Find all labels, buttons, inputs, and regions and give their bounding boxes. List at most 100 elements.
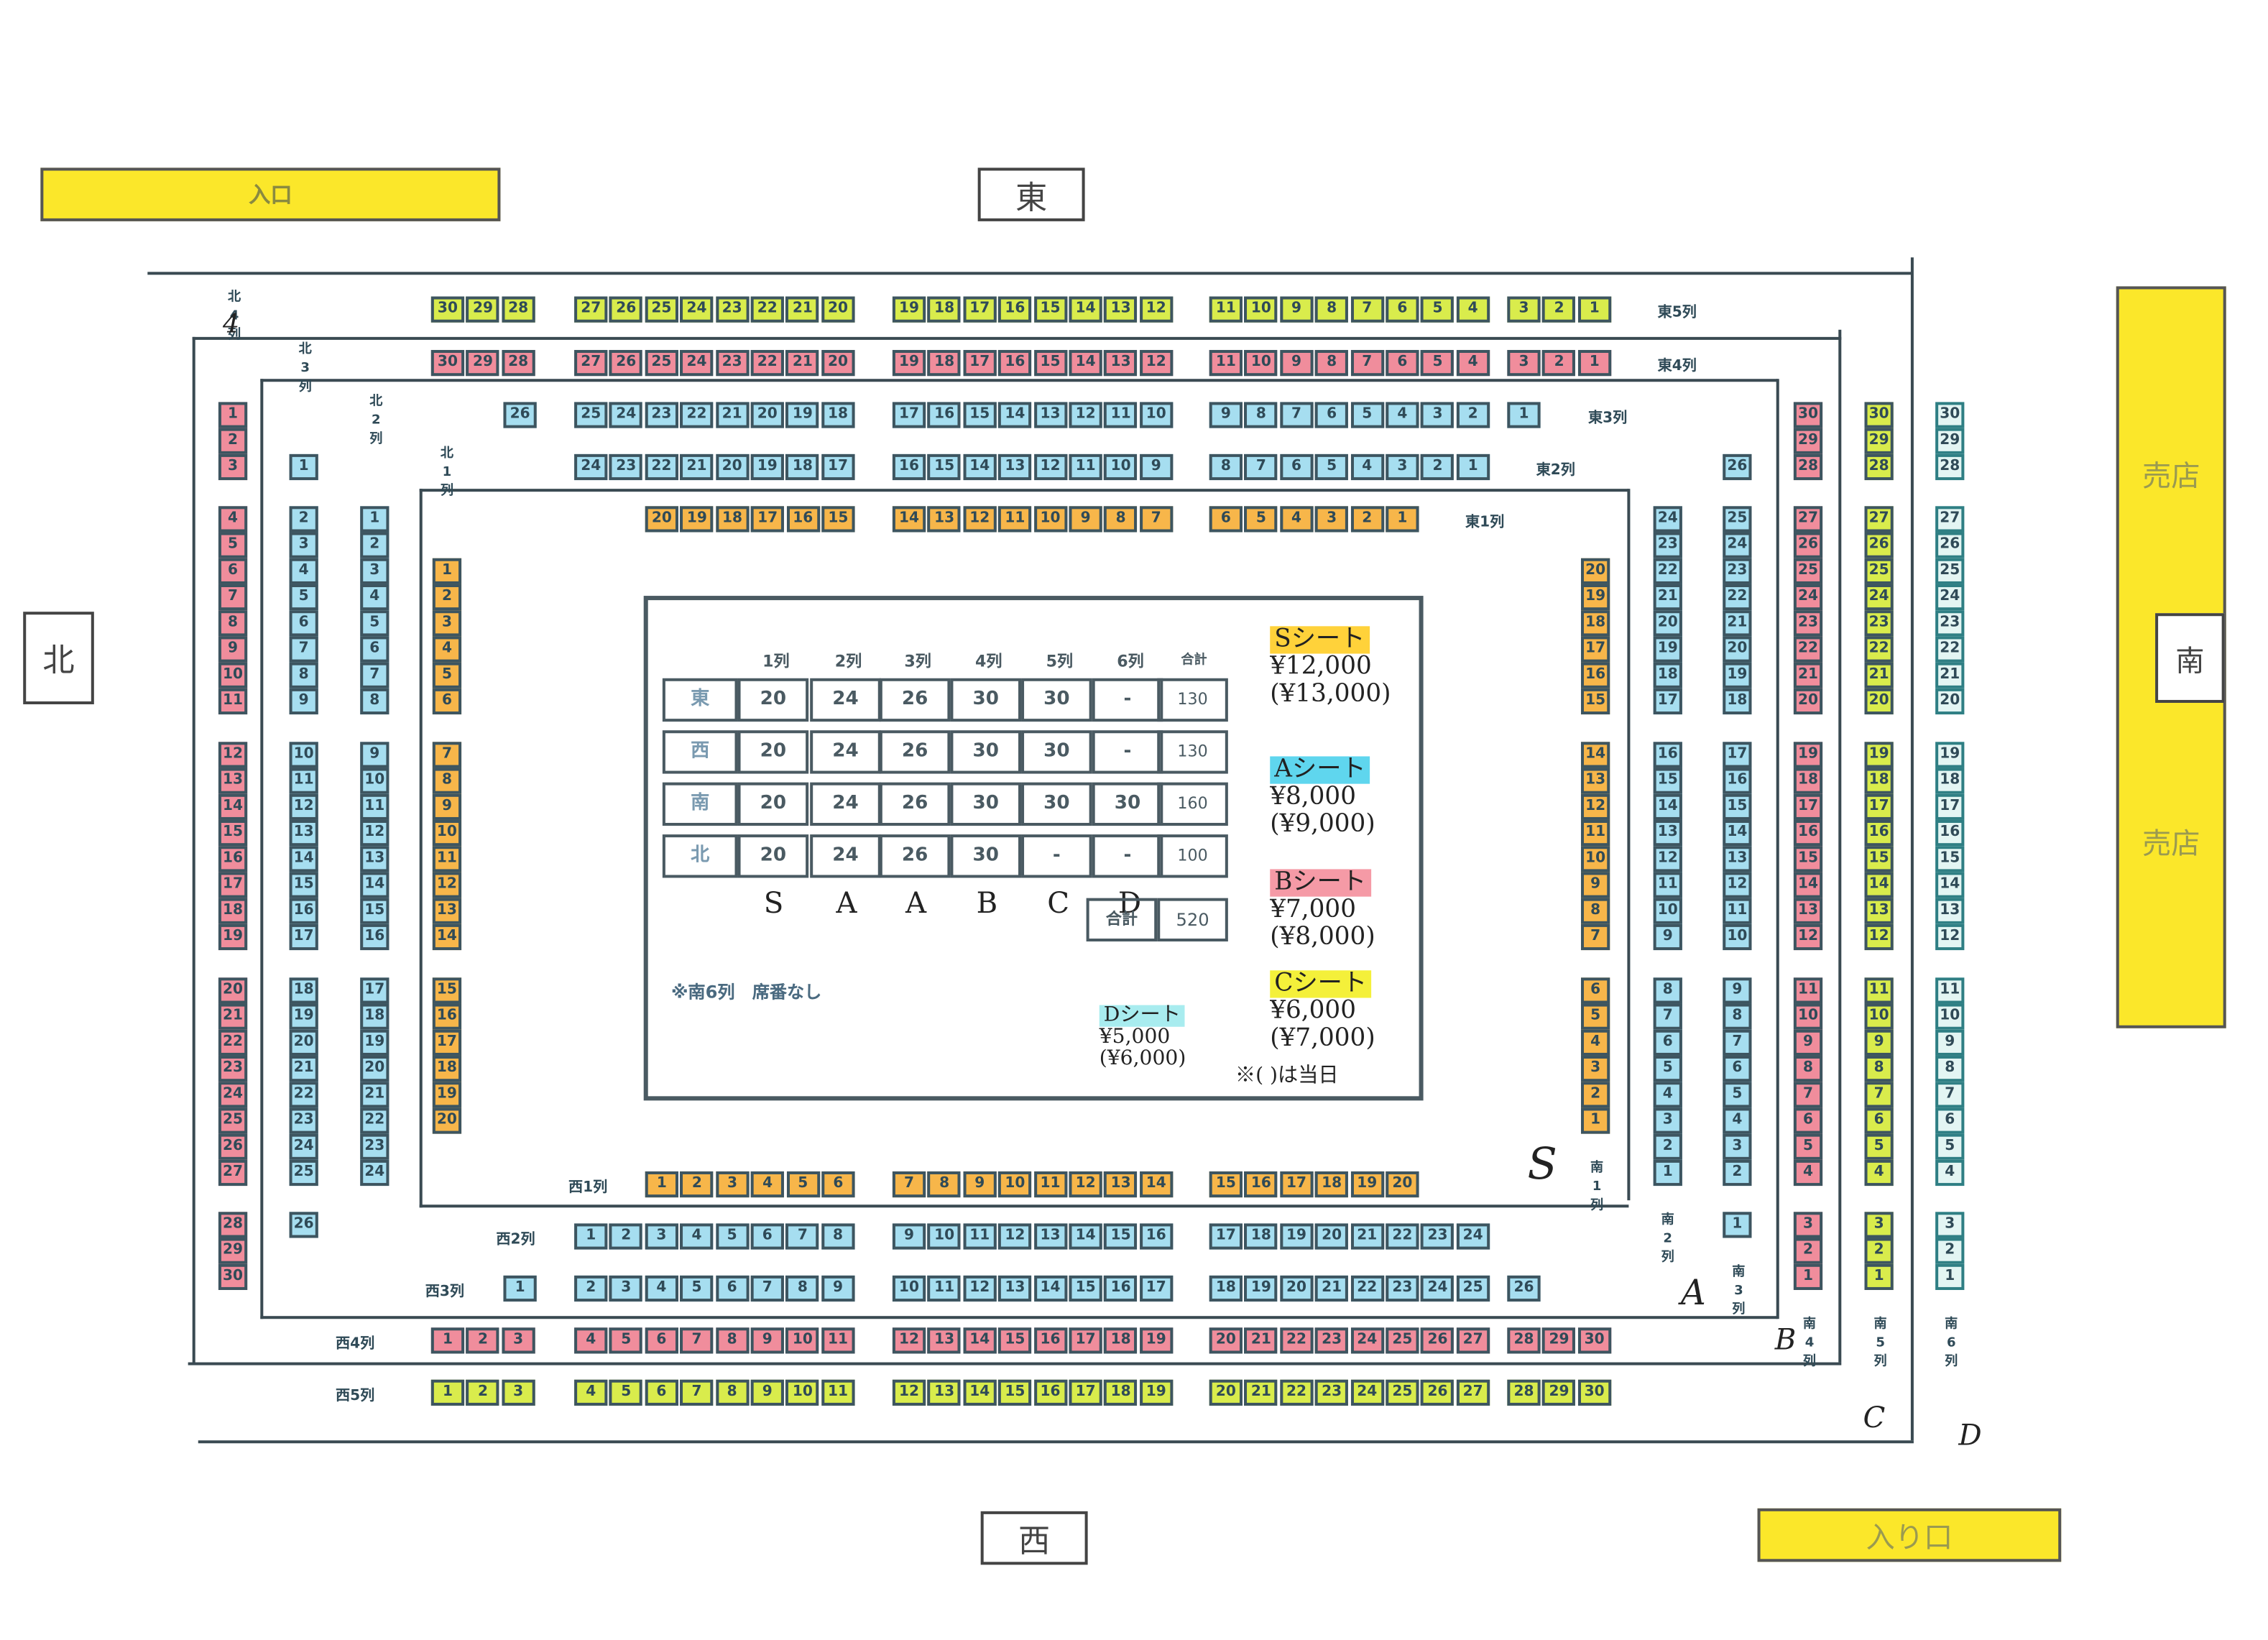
seat[interactable]: 6 bbox=[645, 1327, 678, 1354]
seat[interactable]: 2 bbox=[289, 506, 318, 533]
seat[interactable]: 8 bbox=[1244, 402, 1278, 428]
seat[interactable]: 16 bbox=[432, 1003, 462, 1030]
seat[interactable]: 13 bbox=[1723, 846, 1752, 872]
seat[interactable]: 6 bbox=[1580, 977, 1610, 1004]
seat[interactable]: 10 bbox=[1580, 846, 1610, 872]
seat[interactable]: 11 bbox=[963, 1223, 997, 1250]
seat[interactable]: 9 bbox=[360, 742, 389, 768]
seat[interactable]: 3 bbox=[289, 532, 318, 558]
seat[interactable]: 4 bbox=[218, 506, 248, 533]
seat[interactable]: 26 bbox=[1421, 1379, 1455, 1406]
seat[interactable]: 5 bbox=[1350, 402, 1384, 428]
seat[interactable]: 23 bbox=[1653, 532, 1682, 558]
seat[interactable]: 3 bbox=[1580, 1055, 1610, 1082]
seat[interactable]: 5 bbox=[1935, 1133, 1965, 1160]
seat[interactable]: 4 bbox=[1456, 296, 1490, 323]
seat[interactable]: 24 bbox=[680, 349, 714, 377]
seat[interactable]: 4 bbox=[574, 1327, 608, 1354]
seat[interactable]: 17 bbox=[1139, 1275, 1173, 1302]
seat[interactable]: 13 bbox=[1033, 1223, 1067, 1250]
seat[interactable]: 24 bbox=[680, 296, 714, 323]
seat[interactable]: 1 bbox=[1507, 402, 1541, 428]
seat[interactable]: 18 bbox=[715, 506, 750, 533]
seat[interactable]: 20 bbox=[1935, 688, 1965, 715]
seat[interactable]: 11 bbox=[821, 1327, 855, 1354]
seat[interactable]: 15 bbox=[1935, 846, 1965, 872]
seat[interactable]: 15 bbox=[432, 977, 462, 1004]
seat[interactable]: 4 bbox=[751, 1171, 785, 1198]
seat[interactable]: 3 bbox=[645, 1223, 678, 1250]
seat[interactable]: 14 bbox=[998, 402, 1032, 428]
seat[interactable]: 16 bbox=[1935, 819, 1965, 847]
seat[interactable]: 14 bbox=[1935, 872, 1965, 898]
seat[interactable]: 22 bbox=[360, 1107, 389, 1134]
seat[interactable]: 18 bbox=[360, 1003, 389, 1030]
seat[interactable]: 1 bbox=[1793, 1263, 1823, 1290]
seat[interactable]: 7 bbox=[1350, 296, 1384, 323]
seat[interactable]: 22 bbox=[1723, 584, 1752, 611]
seat[interactable]: 22 bbox=[1653, 558, 1682, 584]
seat[interactable]: 23 bbox=[1386, 1275, 1419, 1302]
seat[interactable]: 11 bbox=[289, 768, 318, 794]
seat[interactable]: 29 bbox=[1864, 428, 1894, 454]
seat[interactable]: 17 bbox=[1793, 793, 1823, 820]
seat[interactable]: 21 bbox=[1864, 662, 1894, 688]
seat[interactable]: 21 bbox=[1723, 610, 1752, 637]
seat[interactable]: 15 bbox=[218, 819, 248, 847]
seat[interactable]: 13 bbox=[1104, 296, 1138, 323]
seat[interactable]: 10 bbox=[1723, 923, 1752, 951]
seat[interactable]: 16 bbox=[998, 296, 1032, 323]
seat[interactable]: 5 bbox=[1421, 296, 1455, 323]
seat[interactable]: 10 bbox=[1244, 349, 1278, 377]
seat[interactable]: 6 bbox=[1209, 506, 1243, 533]
seat[interactable]: 17 bbox=[1653, 688, 1682, 715]
seat[interactable]: 9 bbox=[1793, 1029, 1823, 1056]
seat[interactable]: 1 bbox=[289, 453, 318, 481]
seat[interactable]: 14 bbox=[1653, 793, 1682, 820]
seat[interactable]: 14 bbox=[1069, 1223, 1102, 1250]
seat[interactable]: 18 bbox=[1209, 1275, 1243, 1302]
seat[interactable]: 10 bbox=[360, 768, 389, 794]
seat[interactable]: 3 bbox=[1935, 1212, 1965, 1238]
seat[interactable]: 22 bbox=[1386, 1223, 1419, 1250]
seat[interactable]: 20 bbox=[1209, 1379, 1243, 1406]
seat[interactable]: 16 bbox=[218, 846, 248, 872]
seat[interactable]: 12 bbox=[892, 1379, 926, 1406]
seat[interactable]: 9 bbox=[750, 1379, 784, 1406]
seat[interactable]: 11 bbox=[1104, 402, 1138, 428]
seat[interactable]: 8 bbox=[1315, 349, 1349, 377]
seat[interactable]: 20 bbox=[1386, 1171, 1419, 1198]
seat[interactable]: 4 bbox=[1456, 349, 1490, 377]
seat[interactable]: 22 bbox=[750, 349, 784, 377]
seat[interactable]: 20 bbox=[645, 506, 679, 533]
seat[interactable]: 2 bbox=[1542, 349, 1576, 377]
seat[interactable]: 28 bbox=[1507, 1379, 1541, 1406]
seat[interactable]: 16 bbox=[927, 402, 962, 428]
seat[interactable]: 1 bbox=[1723, 1212, 1752, 1238]
seat[interactable]: 8 bbox=[1104, 506, 1138, 533]
seat[interactable]: 5 bbox=[1793, 1133, 1823, 1160]
seat[interactable]: 29 bbox=[1542, 1327, 1576, 1354]
seat[interactable]: 9 bbox=[289, 688, 318, 715]
seat[interactable]: 10 bbox=[998, 1171, 1032, 1198]
seat[interactable]: 30 bbox=[218, 1263, 248, 1290]
seat[interactable]: 3 bbox=[1507, 296, 1541, 323]
seat[interactable]: 20 bbox=[432, 1107, 462, 1134]
seat[interactable]: 8 bbox=[1864, 1055, 1894, 1082]
seat[interactable]: 3 bbox=[1421, 402, 1455, 428]
seat[interactable]: 22 bbox=[1279, 1379, 1314, 1406]
seat[interactable]: 27 bbox=[218, 1159, 248, 1187]
seat[interactable]: 16 bbox=[1580, 662, 1610, 688]
seat[interactable]: 14 bbox=[432, 923, 462, 951]
seat[interactable]: 3 bbox=[432, 610, 462, 637]
seat[interactable]: 9 bbox=[1935, 1029, 1965, 1056]
seat[interactable]: 17 bbox=[892, 402, 926, 428]
seat[interactable]: 2 bbox=[1653, 1133, 1682, 1160]
seat[interactable]: 12 bbox=[1723, 872, 1752, 898]
seat[interactable]: 11 bbox=[1209, 296, 1243, 323]
seat[interactable]: 7 bbox=[680, 1379, 714, 1406]
seat[interactable]: 15 bbox=[360, 898, 389, 924]
seat[interactable]: 9 bbox=[1580, 872, 1610, 898]
seat[interactable]: 25 bbox=[1723, 506, 1752, 533]
seat[interactable]: 1 bbox=[1864, 1263, 1894, 1290]
